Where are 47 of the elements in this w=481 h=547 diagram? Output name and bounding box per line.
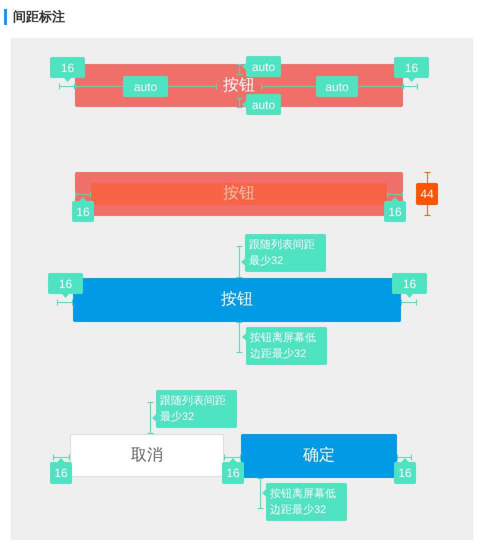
content-area — [91, 183, 387, 205]
callout-tag — [123, 76, 168, 97]
button-mockup — [75, 172, 403, 216]
callout-tag — [50, 57, 85, 82]
callout-tag — [242, 327, 327, 365]
button-mockup — [70, 434, 224, 477]
spacing-note: 按钮离屏幕低边距最少32 — [270, 486, 337, 518]
callout-tag — [152, 390, 237, 428]
spacing-value: 16 — [76, 204, 90, 218]
label-text: 取消 — [131, 448, 163, 464]
button-mockup — [73, 278, 401, 322]
callout-tag — [384, 197, 406, 222]
spacing-value: auto — [252, 98, 276, 112]
spacing-value: 16 — [226, 466, 240, 480]
callout-tag — [394, 57, 429, 82]
callout-tag — [316, 76, 358, 97]
spacing-note: 跟随列表间距最少32 — [160, 394, 227, 425]
callout-tag — [242, 56, 281, 77]
callout-tag — [262, 483, 347, 521]
callout-tag — [50, 458, 72, 484]
spacing-value: 16 — [388, 204, 402, 218]
spacing-value: 16 — [54, 466, 68, 480]
spacing-note: 跟随列表间距最少32 — [249, 238, 316, 269]
label-text: 按钮 — [223, 186, 255, 202]
label-text: 按钮 — [223, 78, 255, 94]
spacing-value: auto — [134, 80, 158, 94]
callout-tag — [392, 273, 427, 298]
callout-tag — [222, 458, 244, 484]
callout-tag — [48, 273, 83, 298]
callout-tag — [241, 234, 326, 272]
callout-tag — [242, 94, 281, 115]
spacing-value: auto — [252, 60, 276, 74]
spacing-value: auto — [325, 80, 349, 94]
callout-tag — [394, 458, 416, 484]
spacing-value: 16 — [58, 276, 72, 290]
label-text: 确定 — [303, 448, 335, 464]
spacing-value: 44 — [420, 187, 434, 201]
callout-tag — [416, 183, 438, 205]
callout-tag — [72, 197, 94, 222]
spacing-value: 16 — [402, 276, 416, 290]
spacing-note: 按钮离屏幕低边距最少32 — [250, 330, 317, 362]
spacing-value: 16 — [404, 60, 418, 74]
spacing-value: 16 — [60, 60, 74, 74]
button-mockup — [241, 434, 397, 478]
spacing-value: 16 — [398, 466, 412, 480]
section-title: 间距标注 — [13, 9, 65, 25]
label-text: 按钮 — [221, 292, 253, 308]
